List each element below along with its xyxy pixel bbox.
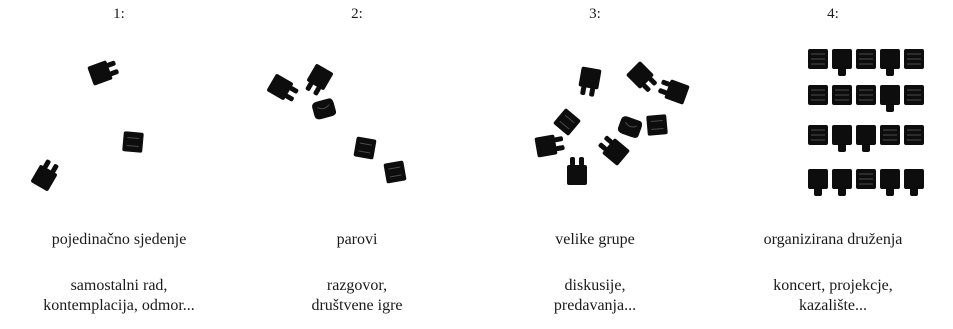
description-line: društvene igre	[311, 297, 403, 314]
seating-illustration	[534, 61, 690, 185]
empty-chair-icon	[856, 85, 876, 105]
empty-chair-icon	[122, 131, 144, 153]
person-on-chair-icon	[832, 169, 852, 196]
person-on-chair-icon	[832, 49, 852, 76]
person-on-chair-icon	[305, 64, 333, 96]
person-on-chair-icon	[534, 134, 565, 158]
person-on-chair-icon	[87, 60, 119, 86]
person-on-chair-icon	[578, 66, 602, 97]
empty-chair-icon	[808, 125, 828, 145]
person-on-chair-icon	[808, 169, 828, 196]
description-line: samostalni rad,	[70, 277, 168, 294]
empty-chair-icon	[856, 49, 876, 69]
description-line: koncert, projekcje,	[773, 277, 893, 294]
person-on-chair-icon	[880, 85, 900, 112]
armchair-icon	[312, 98, 337, 120]
empty-chair-icon	[904, 49, 924, 69]
empty-chair-icon	[646, 114, 668, 136]
seating-mode-label: velike grupe	[555, 231, 635, 248]
person-on-chair-icon	[567, 157, 587, 185]
panel-number: 1:	[113, 6, 125, 22]
empty-chair-icon	[553, 108, 581, 136]
person-on-chair-icon	[904, 169, 924, 196]
empty-chair-icon	[904, 125, 924, 145]
empty-chair-icon	[353, 136, 377, 160]
seating-mode-label: organizirana druženja	[763, 231, 903, 248]
activity-description: samostalni rad, kontemplacija, odmor...	[0, 276, 238, 316]
description-line: diskusije,	[564, 277, 626, 294]
panel-individual-seating: 1: pojedinačno sjedenje samostalni rad, …	[0, 0, 238, 329]
person-on-chair-icon	[31, 159, 59, 191]
activity-description: razgovor, društvene igre	[238, 276, 476, 316]
description-line: predavanja...	[553, 297, 637, 314]
armchair-icon	[617, 116, 643, 138]
empty-chair-icon	[856, 169, 876, 189]
empty-chair-icon	[880, 125, 900, 145]
activity-description: koncert, projekcje, kazalište...	[714, 276, 952, 316]
panel-organized-gatherings: 4: organizirana druženja koncert, projek…	[714, 0, 952, 329]
empty-chair-icon	[383, 160, 407, 184]
person-on-chair-icon	[658, 79, 690, 105]
seating-illustration	[267, 64, 407, 184]
person-on-chair-icon	[267, 74, 299, 102]
description-line: razgovor,	[326, 277, 388, 294]
seating-grid-illustration	[808, 49, 924, 196]
panel-pairs: 2: parovi razgovor, društvene igr	[238, 0, 476, 329]
seating-mode-label: parovi	[336, 231, 378, 248]
empty-chair-icon	[808, 85, 828, 105]
person-on-chair-icon	[626, 61, 657, 92]
seating-mode-label: pojedinačno sjedenje	[51, 231, 187, 248]
empty-chair-icon	[904, 85, 924, 105]
seating-illustration	[31, 60, 144, 191]
panel-large-groups: 3:	[476, 0, 714, 329]
panel-number: 3:	[589, 6, 601, 22]
empty-chair-icon	[808, 49, 828, 69]
person-on-chair-icon	[880, 49, 900, 76]
person-on-chair-icon	[598, 135, 630, 166]
description-line: kontemplacija, odmor...	[43, 297, 195, 314]
person-on-chair-icon	[856, 125, 876, 152]
activity-description: diskusije, predavanja...	[476, 276, 714, 316]
empty-chair-icon	[832, 85, 852, 105]
panel-number: 4:	[827, 6, 839, 22]
description-line: kazalište...	[799, 297, 867, 314]
person-on-chair-icon	[880, 169, 900, 196]
person-on-chair-icon	[832, 125, 852, 152]
panel-number: 2:	[351, 6, 363, 22]
